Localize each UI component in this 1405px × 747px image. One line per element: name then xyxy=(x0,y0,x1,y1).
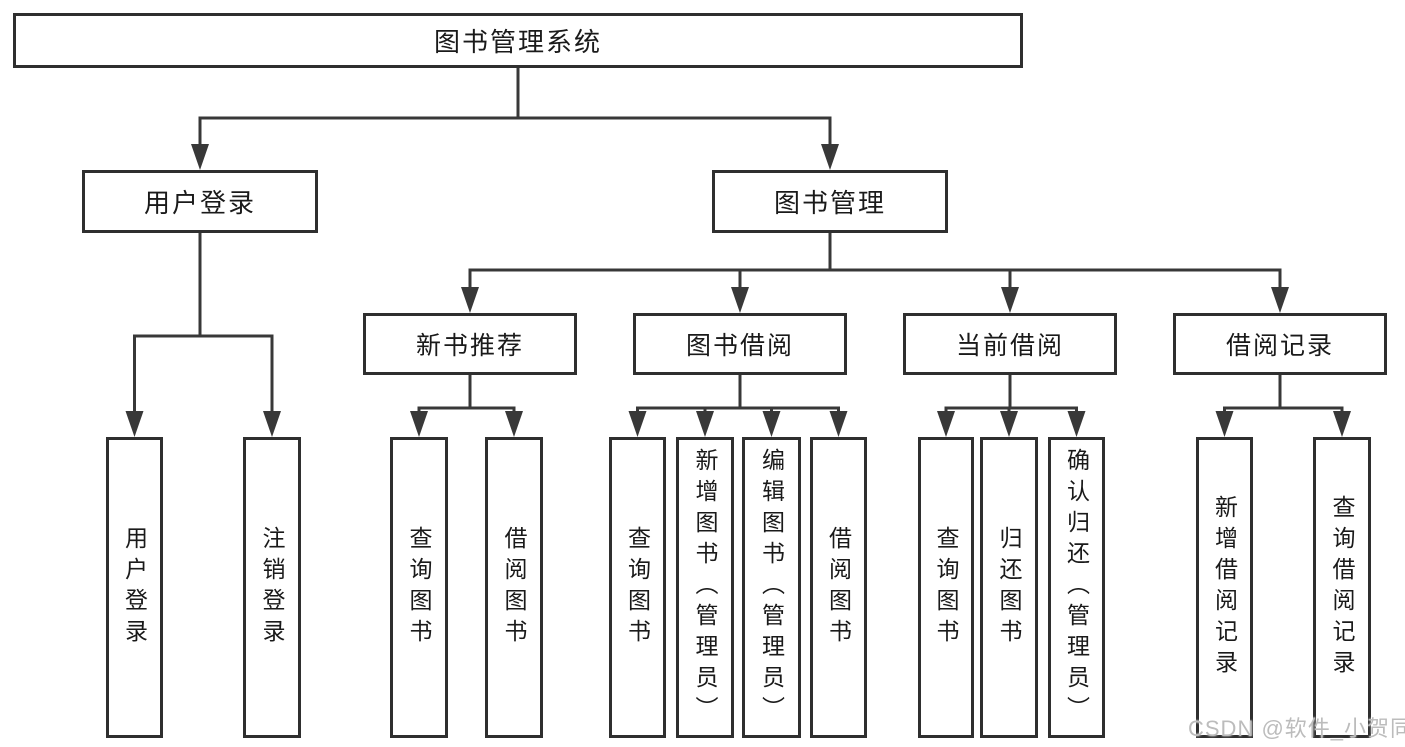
node-book-management: 图书管理 xyxy=(712,170,948,233)
node-user-login: 用户登录 xyxy=(82,170,318,233)
node-current-borrow: 当前借阅 xyxy=(903,313,1117,375)
leaf-borrow-books: 借阅图书 xyxy=(810,437,867,738)
leaf-query-books-borrow: 查询图书 xyxy=(609,437,666,738)
node-borrow-records: 借阅记录 xyxy=(1173,313,1387,375)
leaf-edit-books-admin: 编辑图书（管理员） xyxy=(742,437,801,738)
leaf-query-borrow-record: 查询借阅记录 xyxy=(1313,437,1371,738)
node-new-book-recommend: 新书推荐 xyxy=(363,313,577,375)
leaf-query-books-recommend: 查询图书 xyxy=(390,437,448,738)
node-book-borrow: 图书借阅 xyxy=(633,313,847,375)
leaf-add-borrow-record: 新增借阅记录 xyxy=(1196,437,1253,738)
leaf-query-books-current: 查询图书 xyxy=(918,437,974,738)
node-root: 图书管理系统 xyxy=(13,13,1023,68)
leaf-return-books: 归还图书 xyxy=(980,437,1038,738)
csdn-watermark: CSDN @软件_小贺同学 xyxy=(1188,716,1405,741)
leaf-add-books-admin: 新增图书（管理员） xyxy=(676,437,734,738)
leaf-confirm-return-admin: 确认归还（管理员） xyxy=(1048,437,1105,738)
leaf-borrow-books-recommend: 借阅图书 xyxy=(485,437,543,738)
leaf-user-login: 用户登录 xyxy=(106,437,163,738)
leaf-logout: 注销登录 xyxy=(243,437,301,738)
